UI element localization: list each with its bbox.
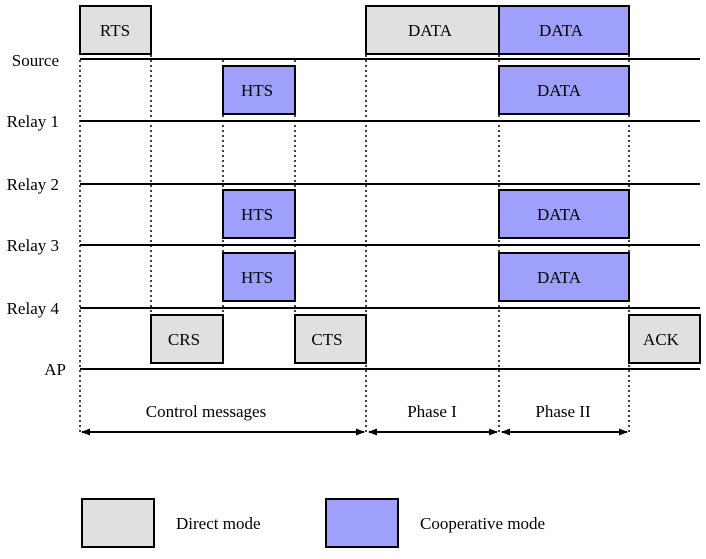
rts-label: RTS bbox=[100, 21, 130, 40]
data-relay4-box bbox=[498, 252, 630, 302]
cts-label: CTS bbox=[311, 330, 342, 349]
data-relay3-box bbox=[498, 189, 630, 239]
hts-relay3-label: HTS bbox=[241, 205, 273, 224]
data-relay3-label: DATA bbox=[537, 205, 582, 224]
rts-box bbox=[79, 5, 152, 55]
data-relay4-label: DATA bbox=[537, 268, 582, 287]
source-label: Source bbox=[12, 51, 59, 70]
crs-box bbox=[150, 314, 224, 364]
hts-relay3-box bbox=[222, 189, 296, 239]
data-coop-source-label: DATA bbox=[539, 21, 584, 40]
relay3-label: Relay 3 bbox=[7, 236, 59, 255]
phase2-label: Phase II bbox=[535, 402, 591, 421]
phase1-label: Phase I bbox=[407, 402, 457, 421]
relay1-label: Relay 1 bbox=[7, 112, 59, 131]
control-label: Control messages bbox=[146, 402, 266, 421]
ack-label: ACK bbox=[643, 330, 680, 349]
hts-relay1-label: HTS bbox=[241, 81, 273, 100]
legend-direct-swatch bbox=[81, 498, 155, 548]
station-labels: Source Relay 1 Relay 2 Relay 3 Relay 4 A… bbox=[7, 51, 66, 379]
relay4-label: Relay 4 bbox=[7, 299, 60, 318]
legend-direct-label: Direct mode bbox=[176, 514, 261, 533]
station-lines bbox=[80, 58, 700, 370]
data-direct-label: DATA bbox=[408, 21, 453, 40]
packets bbox=[79, 5, 701, 364]
ack-box bbox=[628, 314, 701, 364]
hts-relay4-label: HTS bbox=[241, 268, 273, 287]
legend-coop-swatch bbox=[325, 498, 399, 548]
legend-coop-label: Cooperative mode bbox=[420, 514, 545, 533]
cts-box bbox=[294, 314, 367, 364]
data-coop-source-box bbox=[498, 5, 630, 55]
hts-relay4-box bbox=[222, 252, 296, 302]
data-relay1-label: DATA bbox=[537, 81, 582, 100]
crs-label: CRS bbox=[168, 330, 200, 349]
legend: Direct mode Cooperative mode bbox=[81, 498, 545, 548]
span-labels: Control messages Phase I Phase II bbox=[146, 402, 591, 421]
ap-label: AP bbox=[44, 360, 66, 379]
data-relay1-box bbox=[498, 65, 630, 115]
relay2-label: Relay 2 bbox=[7, 175, 59, 194]
hts-relay1-box bbox=[222, 65, 296, 115]
packet-labels: RTS DATA DATA HTS DATA HTS DATA HTS DATA… bbox=[100, 21, 680, 349]
